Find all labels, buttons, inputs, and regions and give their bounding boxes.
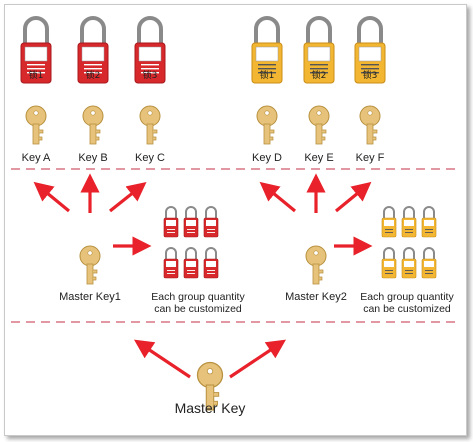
diagram-frame: 锁1 锁2 锁3 锁1 锁2 锁3 <box>4 4 467 436</box>
yellow-group-note: Each group quantity can be customized <box>351 291 463 315</box>
red-padlock-1-tag: 锁1 <box>29 69 44 81</box>
arrow-master-mk2 <box>229 339 286 379</box>
yellow-padlock-3-tag: 锁3 <box>363 69 378 81</box>
key-d-label: Key D <box>252 152 282 164</box>
key-f-label: Key F <box>355 152 385 164</box>
red-group-note: Each group quantity can be customized <box>135 291 261 315</box>
key-e-icon <box>308 105 330 145</box>
yellow-group-note-line1: Each group quantity <box>360 291 454 303</box>
key-e-label: Key E <box>304 152 334 164</box>
master-key-label: Master Key <box>174 400 246 416</box>
red-group-note-line1: Each group quantity <box>151 291 245 303</box>
arrow-master-mk1 <box>134 339 191 379</box>
yellow-group-note-line2: can be customized <box>363 303 451 315</box>
arrow-mk1-key-c <box>109 182 147 213</box>
master-key1-label: Master Key1 <box>59 291 121 303</box>
master-key1-icon <box>79 245 101 285</box>
yellow-padlock-1-tag: 锁1 <box>260 69 275 81</box>
arrow-mk2-key-d <box>259 181 297 213</box>
key-f-icon <box>359 105 381 145</box>
master-key2-icon <box>305 245 327 285</box>
key-a-label: Key A <box>21 152 51 164</box>
arrow-mk2-key-f <box>334 181 372 213</box>
master-key2-label: Master Key2 <box>285 291 347 303</box>
key-c-icon <box>139 105 161 145</box>
yellow-lock-group <box>381 206 437 279</box>
arrow-mk1-key-a <box>33 181 71 213</box>
red-lock-group <box>163 206 219 279</box>
key-a-icon <box>25 105 47 145</box>
key-b-icon <box>82 105 104 145</box>
key-b-label: Key B <box>78 152 108 164</box>
red-padlock-3-tag: 锁3 <box>143 69 158 81</box>
key-d-icon <box>256 105 278 145</box>
red-group-note-line2: can be customized <box>154 303 242 315</box>
red-padlock-2-tag: 锁2 <box>86 69 101 81</box>
yellow-padlock-2-tag: 锁2 <box>312 69 327 81</box>
key-c-label: Key C <box>135 152 165 164</box>
diagram-canvas: 锁1 锁2 锁3 锁1 锁2 锁3 <box>11 16 461 411</box>
